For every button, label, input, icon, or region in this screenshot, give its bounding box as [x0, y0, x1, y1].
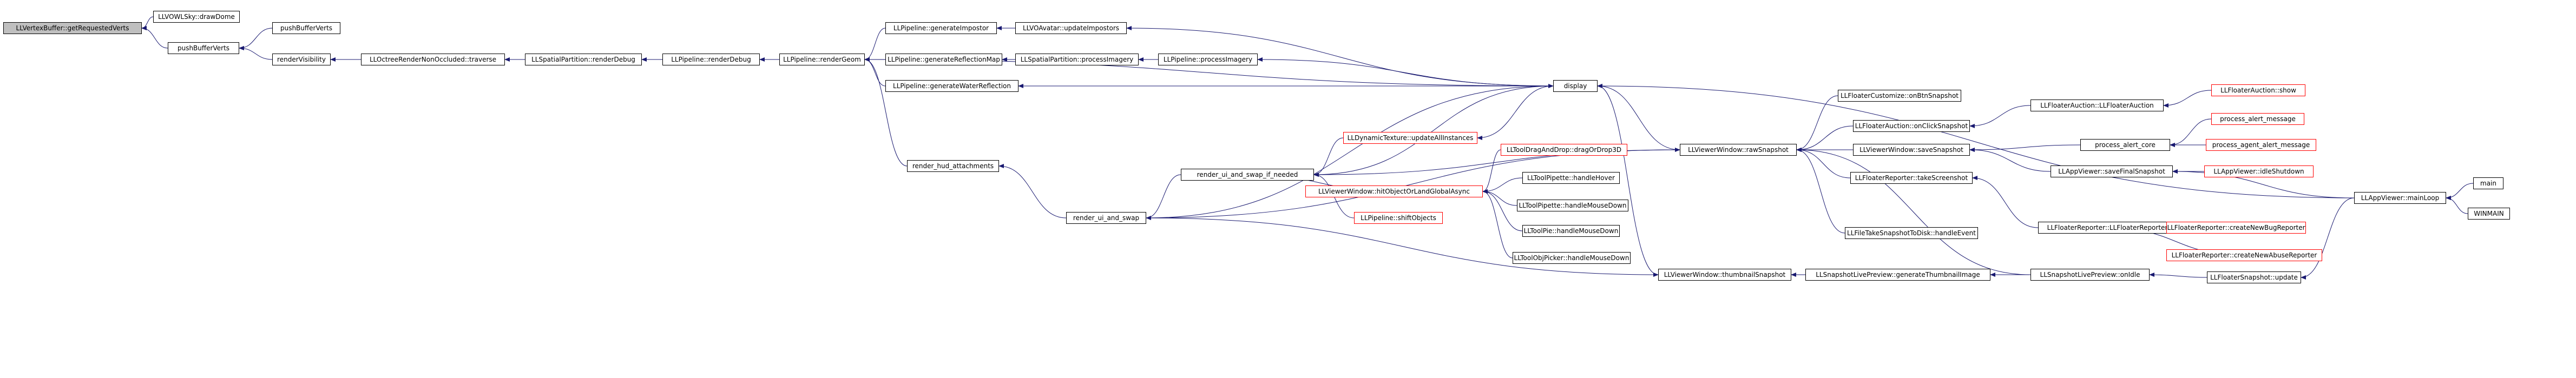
graph-node-filetake[interactable]: LLFileTakeSnapshotToDisk::handleEvent — [1845, 227, 1978, 239]
graph-node-hitobj[interactable]: LLViewerWindow::hitObjectOrLandGlobalAsy… — [1305, 185, 1483, 197]
edge-objpicker-to-hitobj — [1482, 189, 1513, 258]
graph-node-rendersift[interactable]: render_ui_and_swap_if_needed — [1181, 169, 1314, 181]
graph-node-display[interactable]: display — [1553, 80, 1598, 92]
graph-node-mainloop[interactable]: LLAppViewer::mainLoop — [2354, 192, 2446, 204]
edge-pushbuf2-to-pushbuf1 — [239, 28, 273, 50]
graph-node-objpicker[interactable]: LLToolObjPicker::handleMouseDown — [1513, 252, 1631, 264]
graph-node-renderswap[interactable]: render_ui_and_swap — [1066, 212, 1146, 224]
edge-genwater-to-rendergeom — [864, 57, 886, 87]
graph-node-alertmsg[interactable]: process_alert_message — [2211, 113, 2304, 125]
graph-node-savefinal[interactable]: LLAppViewer::saveFinalSnapshot — [2051, 165, 2173, 177]
graph-node-tooldrag[interactable]: LLToolDragAndDrop::dragOrDrop3D — [1501, 144, 1627, 156]
edge-rendervis-to-pushbuf1 — [239, 46, 273, 60]
graph-node-winmain[interactable]: WINMAIN — [2468, 208, 2510, 220]
edge-aucctor-to-aucsnap — [1969, 105, 2031, 128]
edge-winmain-to-mainloop — [2446, 196, 2468, 214]
edge-dyntex-to-rendersift — [1313, 137, 1344, 177]
graph-node-alertcore[interactable]: process_alert_core — [2080, 139, 2170, 151]
edge-tooldrag-to-hitobj — [1482, 149, 1501, 194]
graph-node-voavatar[interactable]: LLVOAvatar::updateImpostors — [1015, 22, 1127, 34]
graph-node-snapupdate[interactable]: LLFloaterSnapshot::update — [2207, 271, 2301, 283]
edge-display-to-rendersift — [1313, 85, 1554, 177]
graph-node-shiftobj[interactable]: LLPipeline::shiftObjects — [1354, 212, 1443, 224]
graph-node-spatialimg[interactable]: LLSpatialPartition::processImagery — [1015, 54, 1139, 65]
graph-node-dyntex[interactable]: LLDynamicTexture::updateAllInstances — [1343, 132, 1477, 144]
graph-node-pipettemouse[interactable]: LLToolPipette::handleMouseDown — [1517, 200, 1628, 211]
graph-node-rendervis[interactable]: renderVisibility — [272, 54, 331, 65]
edge-aucshow-to-aucctor — [2163, 90, 2212, 108]
graph-node-aucsnap[interactable]: LLFloaterAuction::onClickSnapshot — [1853, 120, 1970, 132]
graph-node-genrefl[interactable]: LLPipeline::generateReflectionMap — [885, 54, 1002, 65]
graph-node-drawdome[interactable]: LLVOWLSky::drawDome — [153, 11, 240, 23]
graph-node-pipeimg[interactable]: LLPipeline::processImagery — [1158, 54, 1258, 65]
graph-node-spatialdebug[interactable]: LLSpatialPartition::renderDebug — [525, 54, 642, 65]
edge-renderswap-to-hud — [998, 164, 1067, 218]
graph-node-onidle[interactable]: LLSnapshotLivePreview::onIdle — [2030, 269, 2150, 281]
graph-node-aucshow[interactable]: LLFloaterAuction::show — [2211, 84, 2305, 96]
edge-pipettehover-to-hitobj — [1482, 177, 1523, 194]
edge-pipettemouse-to-hitobj — [1482, 189, 1517, 206]
graph-node-getreq: LLVertexBuffer::getRequestedVerts — [3, 22, 142, 34]
graph-node-toolpie[interactable]: LLToolPie::handleMouseDown — [1522, 225, 1620, 237]
graph-node-genimpostor[interactable]: LLPipeline::generateImpostor — [885, 22, 997, 34]
edge-hud-to-rendergeom — [864, 57, 908, 167]
graph-node-pipedebug[interactable]: LLPipeline::renderDebug — [662, 54, 760, 65]
graph-node-pushbuf1[interactable]: pushBufferVerts — [168, 42, 239, 54]
graph-node-idleshut[interactable]: LLAppViewer::idleShutdown — [2204, 165, 2314, 177]
edge-mainloop-to-display — [1597, 84, 2355, 198]
graph-node-bincustom[interactable]: LLFloaterCustomize::onBtnSnapshot — [1838, 90, 1961, 102]
edge-onidle-to-rawsnap — [1796, 148, 2031, 275]
graph-node-hud[interactable]: render_hud_attachments — [907, 160, 999, 172]
edge-display-to-dyntex — [1477, 85, 1554, 140]
edge-savefinal-to-savesnap — [1969, 148, 2051, 172]
edge-takescreen-to-rawsnap — [1796, 148, 1851, 178]
graph-node-main[interactable]: main — [2473, 177, 2503, 189]
graph-node-rendergeom[interactable]: LLPipeline::renderGeom — [779, 54, 865, 65]
edge-snapupdate-to-onidle — [2149, 273, 2207, 278]
graph-node-thumbsnap[interactable]: LLViewerWindow::thumbnailSnapshot — [1658, 269, 1791, 281]
graph-node-genwater[interactable]: LLPipeline::generateWaterReflection — [885, 80, 1018, 92]
edge-repctor-to-takescreen — [1972, 176, 2039, 228]
edge-display-to-pipeimg — [1257, 57, 1554, 87]
edge-rendersift-to-renderswap — [1146, 174, 1181, 220]
graph-node-repctor[interactable]: LLFloaterReporter::LLFloaterReporter — [2038, 222, 2177, 234]
edge-mainloop-to-snapupdate — [2301, 197, 2355, 280]
graph-node-octree[interactable]: LLOctreeRenderNonOccluded::traverse — [361, 54, 505, 65]
graph-node-aucctor[interactable]: LLFloaterAuction::LLFloaterAuction — [2030, 100, 2164, 111]
edge-genimpostor-to-rendergeom — [864, 28, 886, 62]
edge-renderswap-to-thumbsnap — [1146, 217, 1659, 277]
edge-alertcore-to-savesnap — [1969, 144, 2081, 152]
edge-filetake-to-rawsnap — [1796, 148, 1845, 234]
edge-pushbuf1-to-getreq — [141, 26, 168, 49]
graph-node-savesnap[interactable]: LLViewerWindow::saveSnapshot — [1853, 144, 1970, 156]
graph-node-liveprevgen[interactable]: LLSnapshotLivePreview::generateThumbnail… — [1805, 269, 1990, 281]
graph-node-agentalert[interactable]: process_agent_alert_message — [2206, 139, 2316, 151]
edge-main-to-mainloop — [2446, 183, 2474, 200]
graph-node-rawsnap[interactable]: LLViewerWindow::rawSnapshot — [1680, 144, 1797, 156]
edge-bincustom-to-rawsnap — [1796, 95, 1838, 152]
graph-node-pipettehover[interactable]: LLToolPipette::handleHover — [1522, 172, 1620, 184]
edge-drawdome-to-getreq — [141, 16, 154, 30]
edge-alertmsg-to-alertcore — [2170, 118, 2212, 147]
edge-thumbsnap-to-display — [1597, 84, 1659, 275]
graph-node-pushbuf2[interactable]: pushBufferVerts — [272, 22, 340, 34]
edge-rawsnap-to-display — [1597, 84, 1680, 150]
edge-aucsnap-to-rawsnap — [1796, 125, 1854, 152]
graph-node-newabuse[interactable]: LLFloaterReporter::createNewAbuseReporte… — [2166, 249, 2322, 261]
graph-node-newbug[interactable]: LLFloaterReporter::createNewBugReporter — [2166, 222, 2306, 234]
edge-renderswap-to-display — [1146, 84, 1554, 218]
edge-toolpie-to-hitobj — [1482, 189, 1523, 231]
graph-node-takescreen[interactable]: LLFloaterReporter::takeScreenshot — [1850, 172, 1973, 184]
